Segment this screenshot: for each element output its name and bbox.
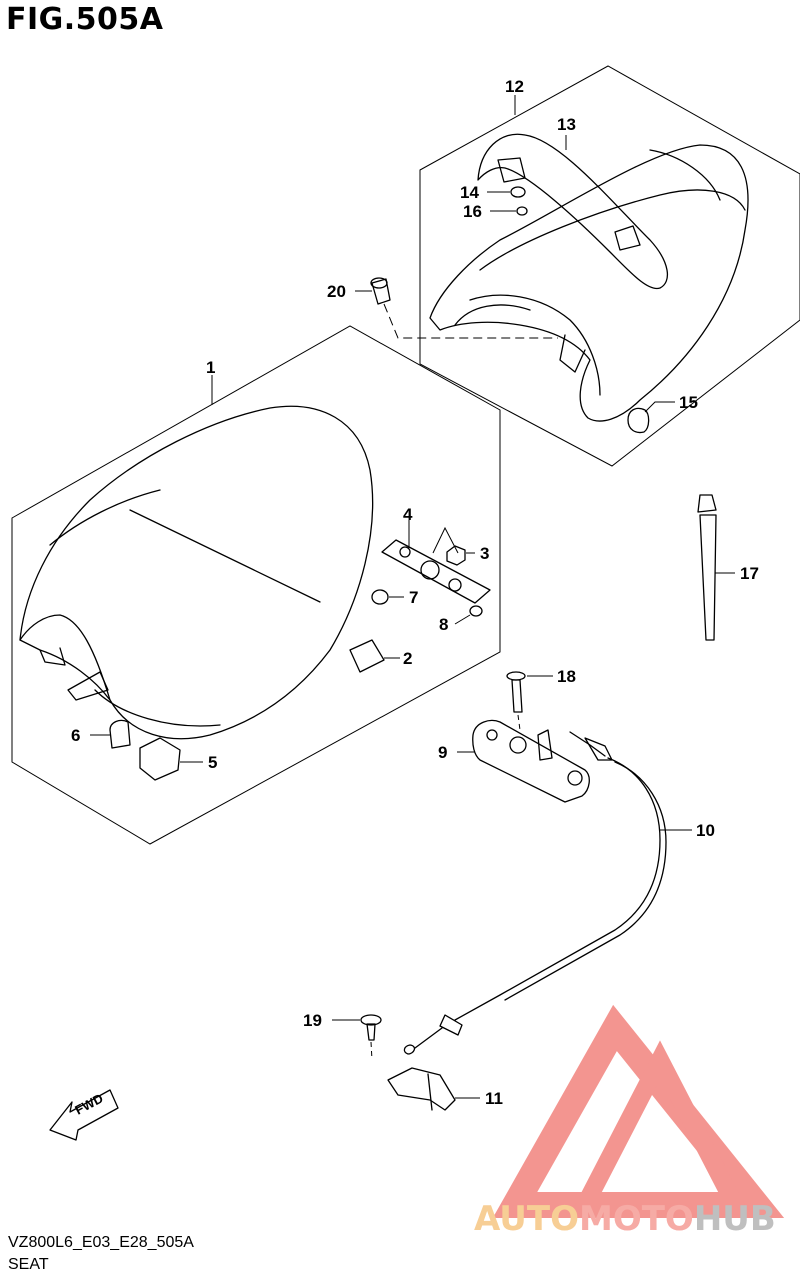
screw-part-18	[506, 671, 526, 713]
rear-seat-part-12	[429, 144, 749, 422]
cushion-part-6	[109, 719, 131, 749]
callout-10: 10	[696, 821, 715, 840]
callout-13: 13	[557, 115, 576, 134]
callout-9: 9	[438, 743, 447, 762]
fwd-label: FWD	[72, 1091, 105, 1118]
callout-7: 7	[409, 588, 418, 607]
watermark-text-hub: HUB	[694, 1199, 776, 1239]
watermark-text-auto: AUTO	[474, 1199, 579, 1239]
callout-1: 1	[206, 358, 215, 377]
callout-8: 8	[439, 615, 448, 634]
callout-4: 4	[403, 505, 413, 524]
callout-18: 18	[557, 667, 576, 686]
figure-code: VZ800L6_E03_E28_505A	[8, 1234, 194, 1251]
bracket-part-11	[387, 1067, 456, 1111]
pad-part-5	[139, 737, 181, 781]
callout-20: 20	[327, 282, 346, 301]
fwd-arrow-icon: FWD	[49, 1089, 119, 1141]
seat-lock-part-9	[472, 719, 590, 803]
callout-14: 14	[460, 183, 479, 202]
callout-leaders	[90, 95, 735, 1099]
cushion-part-7	[371, 589, 389, 605]
figure-title: FIG.505A	[6, 2, 164, 37]
callout-17: 17	[740, 564, 759, 583]
washer-part-14	[510, 186, 526, 198]
callout-labels: 1 2 3 4 5 6 7 8 9 10 11 12 13 14 15 16 1…	[71, 77, 759, 1108]
front-seat-box	[11, 325, 501, 845]
bolt-part-20	[370, 277, 391, 305]
screw-part-19	[360, 1014, 382, 1041]
cable-part-10	[403, 731, 667, 1055]
nut-part-16	[516, 206, 528, 216]
figure-name: SEAT	[8, 1256, 49, 1273]
washer-part-8	[469, 605, 483, 617]
callout-5: 5	[208, 753, 217, 772]
callout-6: 6	[71, 726, 80, 745]
callout-12: 12	[505, 77, 524, 96]
callout-11: 11	[485, 1089, 503, 1108]
callout-2: 2	[403, 649, 412, 668]
callout-16: 16	[463, 202, 482, 221]
nut-part-3	[446, 545, 466, 566]
watermark-logo: AUTOMOTOHUB	[474, 1004, 785, 1239]
front-seat-part-1	[19, 405, 374, 740]
bracket-part-4	[381, 539, 491, 604]
clip-part-2	[349, 639, 385, 673]
callout-3: 3	[480, 544, 489, 563]
callout-15: 15	[679, 393, 698, 412]
rear-seat-box	[419, 65, 800, 467]
grab-rail-part-13	[477, 133, 669, 290]
cushion-part-15	[627, 407, 650, 434]
callout-19: 19	[303, 1011, 322, 1030]
cable-tie-part-17	[697, 494, 717, 641]
watermark-text-moto: MOTO	[579, 1199, 694, 1239]
svg-text:AUTOMOTOHUB: AUTOMOTOHUB	[474, 1199, 776, 1239]
